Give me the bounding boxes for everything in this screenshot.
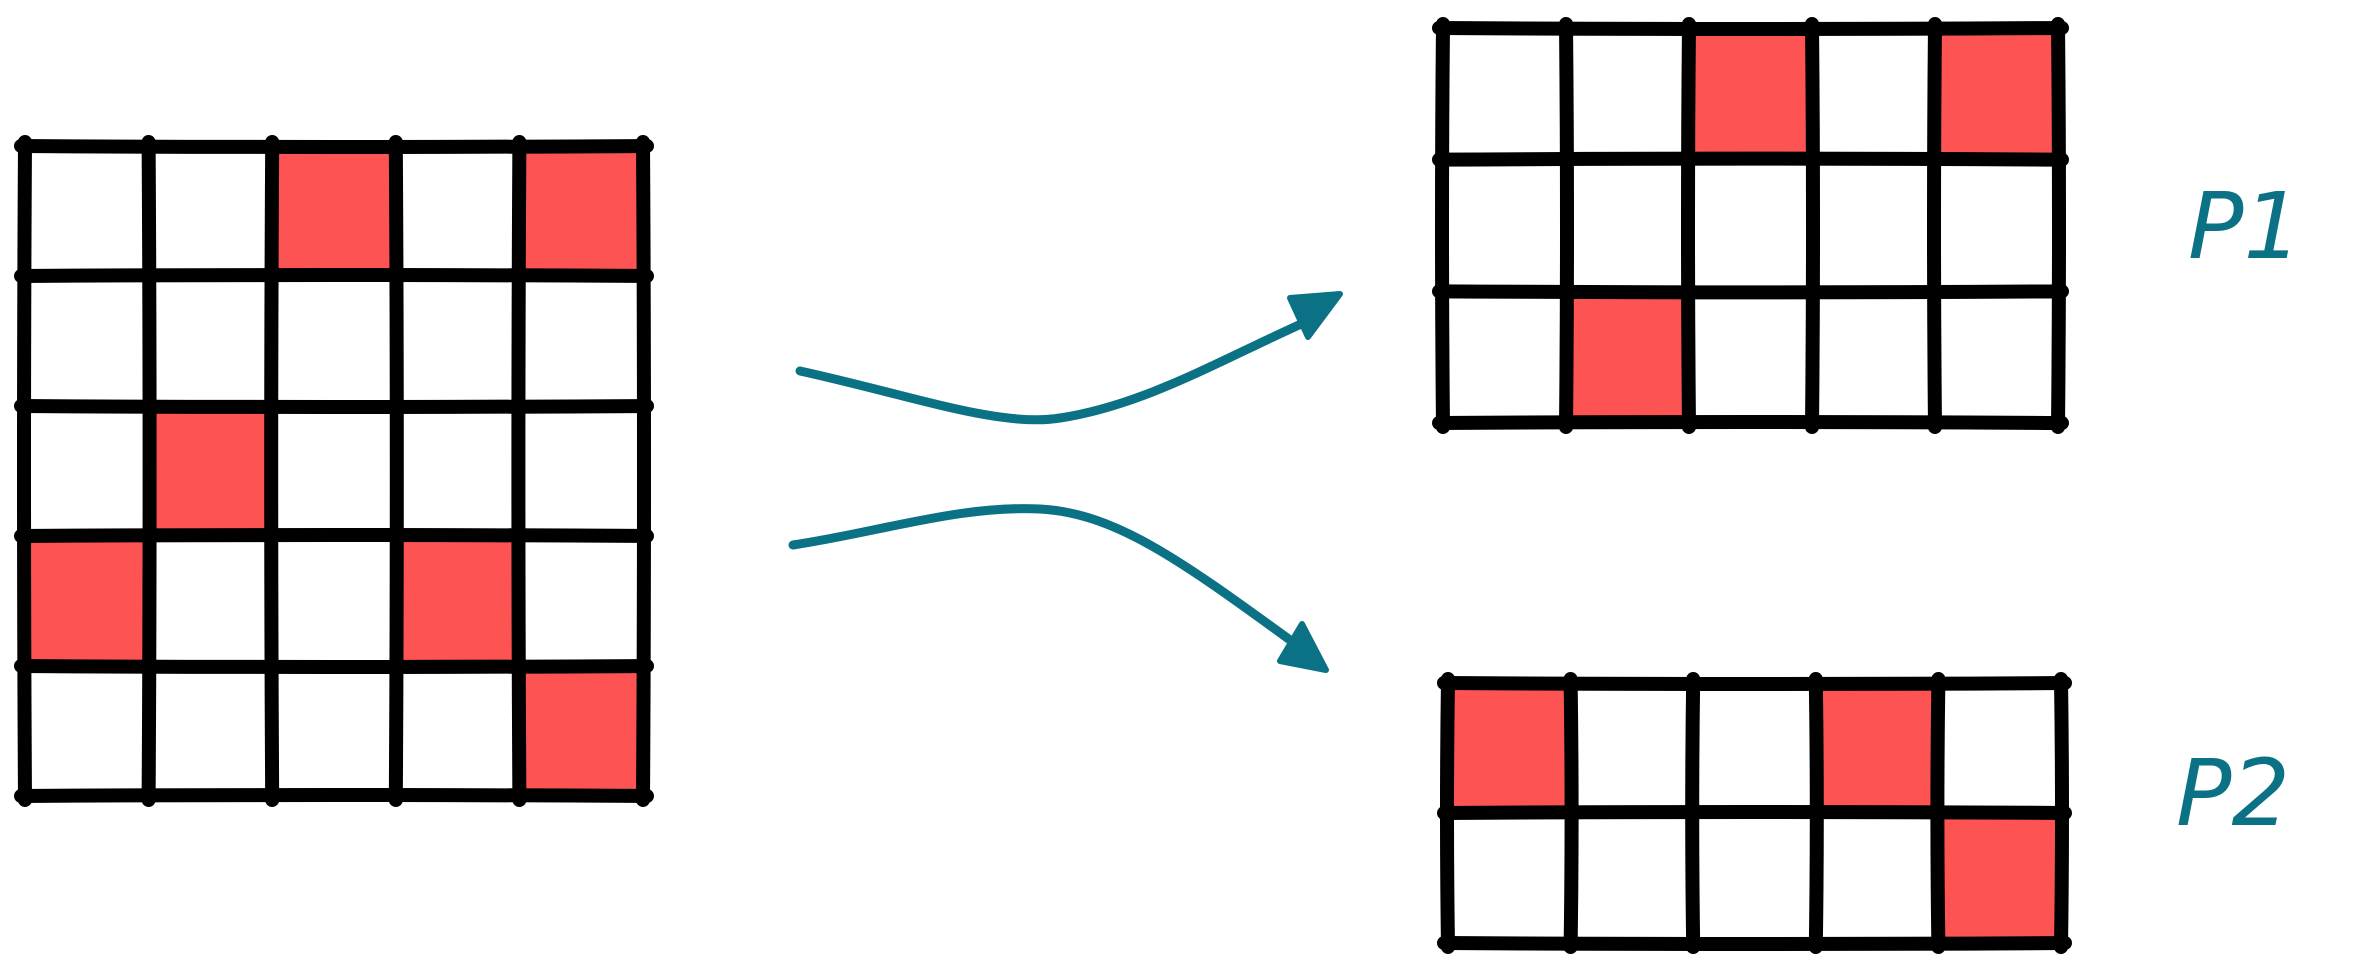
p2-grid-hline-0 <box>1437 676 2072 691</box>
p1-cell-r1-c1-empty <box>1443 28 1566 160</box>
p1-grid-vline-0 <box>1435 17 1450 434</box>
source-grid-hline-2 <box>14 399 654 414</box>
source-grid-hline-0 <box>14 139 654 154</box>
source-cell-r5-c2-empty <box>148 666 273 796</box>
p1-cell-r3-c4-empty <box>1812 291 1935 423</box>
arrow-to-p2-head <box>1277 621 1329 673</box>
partition-p1-grid <box>1432 17 2069 434</box>
source-grid-vline-0 <box>17 135 32 807</box>
p2-cell-r1-c3-empty <box>1693 683 1816 813</box>
p1-grid-hline-3 <box>1432 415 2069 430</box>
partition-p2-grid <box>1437 672 2072 954</box>
p1-cell-r1-c5-filled <box>1935 28 2058 160</box>
p2-grid-vline-2 <box>1685 672 1701 954</box>
arrow-to-p1-head <box>1287 291 1343 340</box>
source-cell-r1-c3-filled <box>272 146 396 276</box>
p2-grid-hline-2 <box>1437 936 2072 951</box>
source-grid-vline-3 <box>388 135 404 807</box>
p1-grid-vline-3 <box>1805 17 1820 434</box>
source-cell-r5-c1-empty <box>25 666 149 796</box>
p2-cell-r2-c5-filled <box>1938 813 2061 943</box>
source-grid-vline-4 <box>511 135 527 807</box>
arrow-to-p2 <box>788 504 1329 673</box>
source-cell-r2-c3-empty <box>272 276 396 406</box>
source-cell-r2-c4-empty <box>395 276 520 406</box>
p2-cell-r1-c5-empty <box>1938 683 2061 813</box>
source-grid <box>14 135 654 807</box>
partition-p2-label: P2 <box>2176 740 2290 847</box>
p1-cell-r1-c4-empty <box>1812 28 1935 160</box>
source-cell-r1-c4-empty <box>395 146 520 276</box>
p1-cell-r2-c1-empty <box>1443 159 1566 292</box>
source-cell-r4-c5-empty <box>519 536 643 666</box>
p1-grid-hline-0 <box>1432 21 2069 36</box>
p2-cell-r2-c2-empty <box>1570 813 1694 943</box>
source-grid-hline-5 <box>14 788 654 803</box>
p2-grid-vline-5 <box>2054 672 2069 954</box>
p1-cell-r2-c3-empty <box>1689 159 1812 292</box>
p2-cell-r1-c4-filled <box>1815 683 1939 813</box>
p1-cell-r3-c5-empty <box>1935 291 2058 423</box>
p1-grid-vline-4 <box>1927 17 1942 434</box>
source-cell-r1-c5-filled <box>519 146 643 276</box>
source-cell-r2-c1-empty <box>25 276 149 406</box>
source-cell-r3-c3-empty <box>272 406 396 536</box>
source-cell-r3-c4-empty <box>395 406 520 536</box>
source-grid-hline-3 <box>14 528 654 543</box>
p1-cell-r2-c2-empty <box>1566 159 1689 292</box>
source-cell-r2-c2-empty <box>148 276 273 406</box>
source-grid-hline-4 <box>14 659 654 674</box>
source-cell-r3-c1-empty <box>25 406 149 536</box>
source-grid-hline-1 <box>14 268 654 283</box>
p2-grid-vline-0 <box>1440 672 1455 954</box>
source-cell-r5-c3-empty <box>272 666 396 796</box>
p2-grid-vline-3 <box>1808 672 1824 954</box>
p1-cell-r2-c4-empty <box>1812 159 1935 292</box>
p1-grid-hline-1 <box>1432 151 2069 167</box>
p1-grid-vline-2 <box>1681 17 1696 434</box>
p1-grid-hline-2 <box>1432 284 2069 300</box>
source-grid-vline-2 <box>264 135 280 807</box>
p1-cell-r3-c1-empty <box>1443 291 1566 423</box>
source-grid-vline-1 <box>141 135 157 807</box>
arrow-to-p1 <box>795 291 1343 425</box>
source-cell-r1-c1-empty <box>25 146 149 276</box>
source-cell-r5-c4-empty <box>395 666 520 796</box>
p1-grid-vline-5 <box>2051 17 2066 434</box>
arrow-to-p2-shaft <box>788 504 1295 645</box>
source-cell-r4-c1-filled <box>25 536 149 666</box>
source-cell-r1-c2-empty <box>148 146 273 276</box>
p1-cell-r1-c3-filled <box>1689 28 1812 160</box>
p2-cell-r2-c4-empty <box>1815 813 1939 943</box>
split-arrows <box>788 291 1343 673</box>
source-grid-vline-5 <box>636 135 651 807</box>
p2-grid-vline-1 <box>1563 672 1579 954</box>
source-cell-r2-c5-empty <box>519 276 643 406</box>
p2-grid-hline-1 <box>1437 805 2072 820</box>
p1-cell-r3-c3-empty <box>1689 291 1812 423</box>
source-cell-r4-c3-empty <box>272 536 396 666</box>
arrow-to-p1-shaft <box>795 315 1315 425</box>
p2-grid-vline-4 <box>1930 672 1946 954</box>
p1-cell-r3-c2-filled <box>1566 291 1689 423</box>
p1-grid-vline-1 <box>1559 17 1574 434</box>
p2-cell-r2-c3-empty <box>1693 813 1816 943</box>
partition-p1-label: P1 <box>2188 173 2302 280</box>
p2-cell-r2-c1-empty <box>1448 813 1571 943</box>
p1-cell-r2-c5-empty <box>1935 159 2058 292</box>
p1-cell-r1-c2-empty <box>1566 28 1689 160</box>
source-cell-r4-c4-filled <box>395 536 520 666</box>
p2-cell-r1-c2-empty <box>1570 683 1694 813</box>
source-cell-r5-c5-filled <box>519 666 643 796</box>
p2-cell-r1-c1-filled <box>1448 683 1571 813</box>
source-cell-r4-c2-empty <box>148 536 273 666</box>
source-cell-r3-c5-empty <box>519 406 643 536</box>
source-cell-r3-c2-filled <box>148 406 273 536</box>
